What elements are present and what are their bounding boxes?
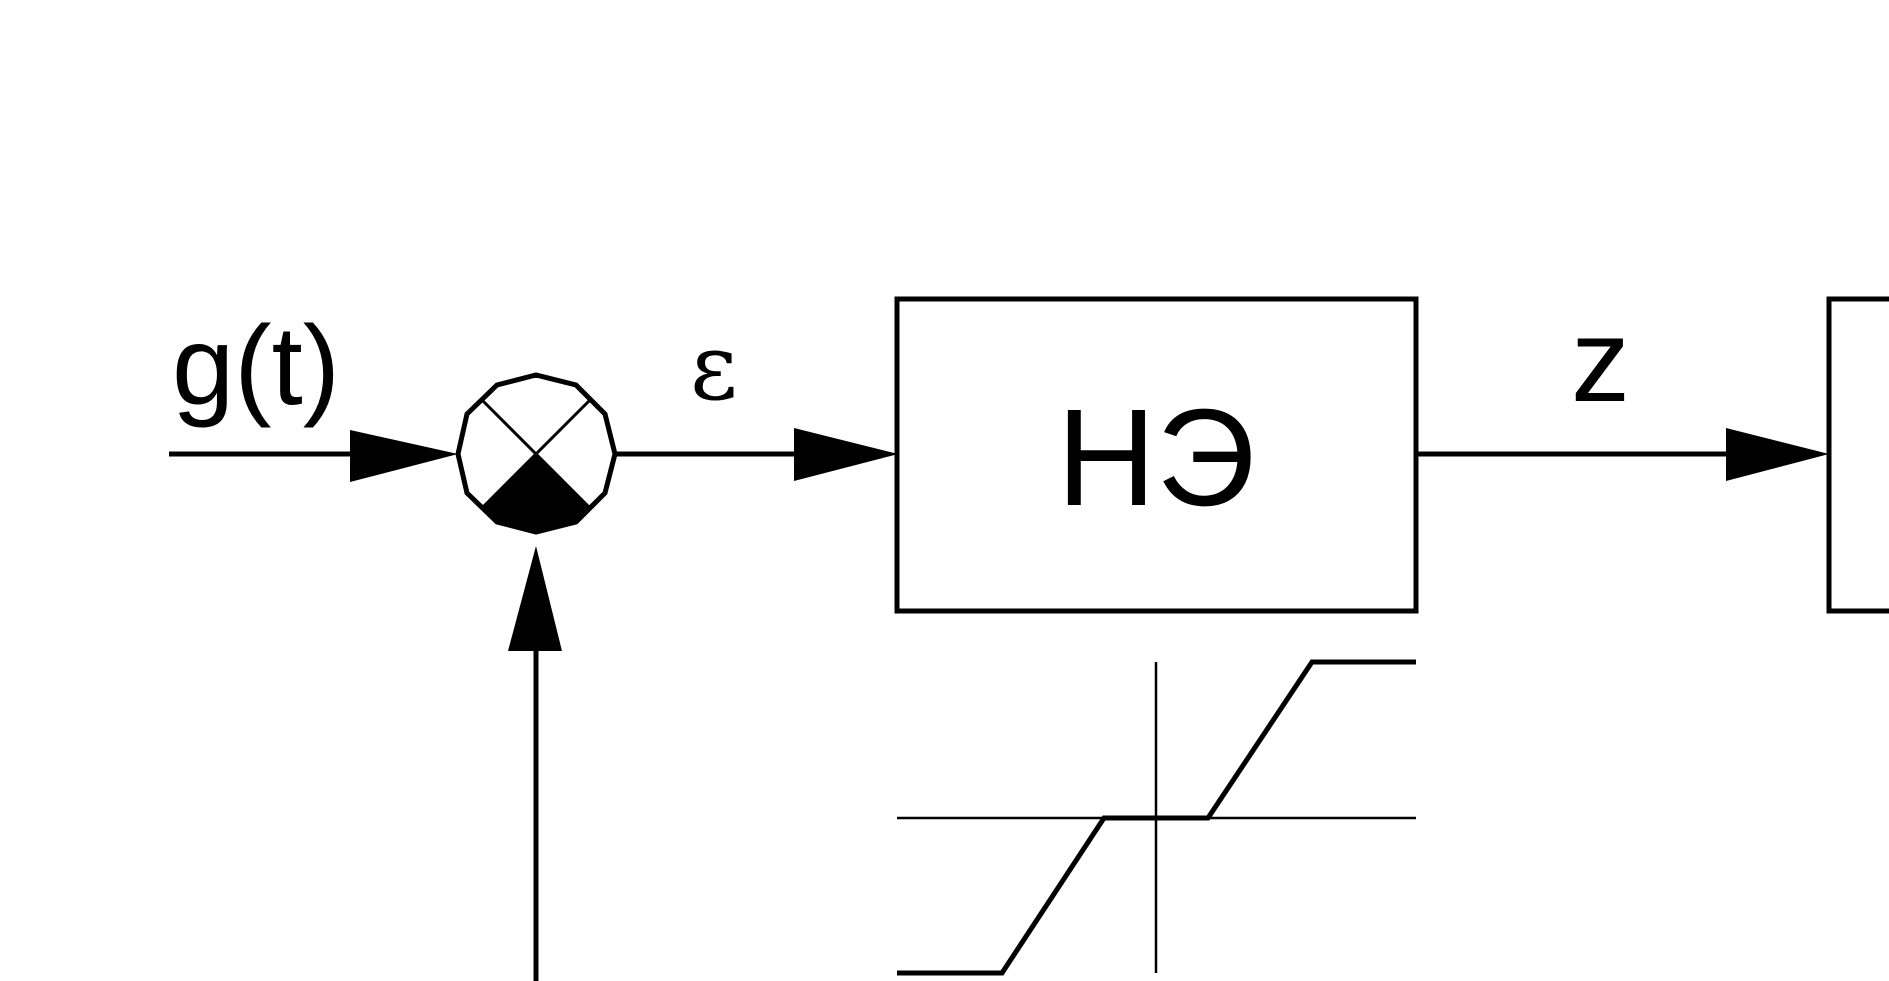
- output-arrowhead: [1726, 428, 1829, 481]
- block-label: НЭ: [1057, 381, 1256, 535]
- output-label: z: [1571, 295, 1630, 427]
- error-signal: ε: [615, 314, 898, 481]
- feedback-arrowhead: [508, 546, 562, 651]
- output-signal: z: [1416, 295, 1829, 481]
- summing-junction-icon: [455, 372, 618, 535]
- error-label: ε: [690, 314, 738, 421]
- saturation-deadzone-characteristic-icon: [897, 659, 1416, 976]
- input-signal: g(t): [169, 303, 458, 482]
- input-label: g(t): [172, 303, 340, 428]
- nonlinear-element-block: НЭ: [894, 296, 1419, 614]
- input-arrowhead: [350, 430, 458, 482]
- error-arrowhead: [794, 428, 898, 481]
- next-block: [1826, 296, 1889, 614]
- characteristic-curve: [897, 659, 1416, 976]
- feedback-signal: [508, 546, 562, 981]
